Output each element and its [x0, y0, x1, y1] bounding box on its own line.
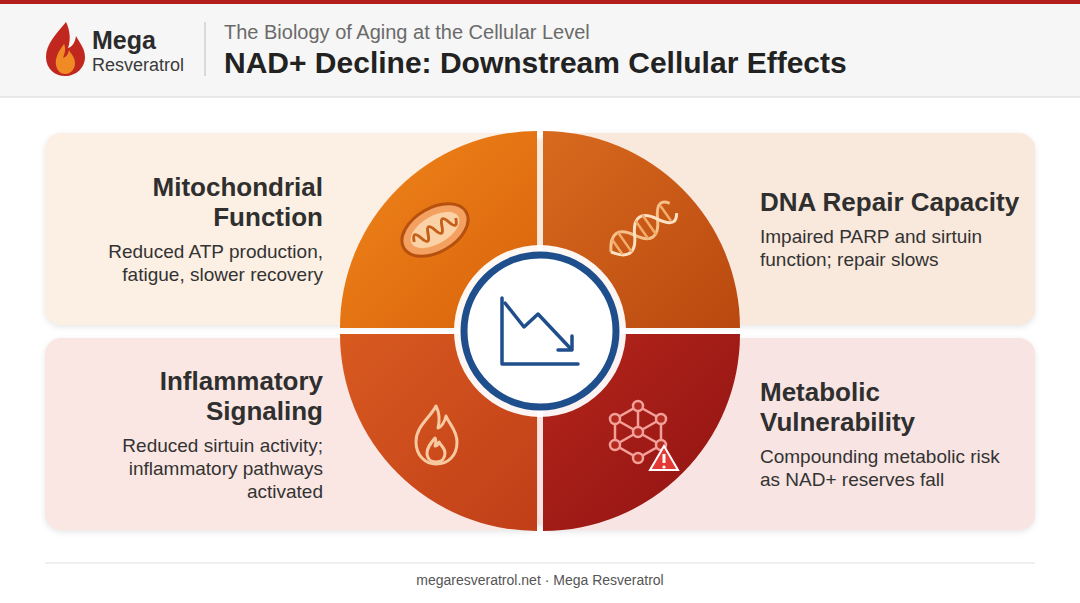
subtitle: The Biology of Aging at the Cellular Lev…	[224, 21, 590, 44]
card-text: Metabolic VulnerabilityCompounding metab…	[760, 338, 1022, 530]
card-heading: Mitochondrial Function	[67, 172, 323, 232]
card-body: Reduced sirtuin activity; inflammatory p…	[67, 434, 323, 503]
logo-flame	[46, 22, 85, 76]
decline-chart-icon	[502, 298, 578, 364]
logo-word: Resveratrol	[92, 55, 184, 76]
card-body: Impaired PARP and sirtuin function; repa…	[760, 225, 1022, 271]
flame-icon	[416, 406, 457, 464]
title: NAD+ Decline: Downstream Cellular Effect…	[224, 46, 847, 80]
dna-icon	[604, 198, 680, 261]
effect-card: Inflammatory SignalingReduced sirtuin ac…	[45, 338, 542, 530]
card-heading: DNA Repair Capacity	[760, 187, 1022, 217]
card-text: DNA Repair CapacityImpaired PARP and sir…	[760, 133, 1022, 325]
effect-card: DNA Repair CapacityImpaired PARP and sir…	[538, 133, 1035, 325]
card-heading: Metabolic Vulnerability	[760, 377, 1022, 437]
card-text: Inflammatory SignalingReduced sirtuin ac…	[67, 338, 323, 530]
effect-card: Metabolic VulnerabilityCompounding metab…	[538, 338, 1035, 530]
footer-caption: megaresveratrol.net · Mega Resveratrol	[0, 572, 1080, 588]
network-warning-icon	[610, 401, 678, 470]
card-body: Reduced ATP production, fatigue, slower …	[67, 240, 323, 286]
effect-card: Mitochondrial FunctionReduced ATP produc…	[45, 133, 542, 325]
logo-word: Mega	[92, 26, 156, 55]
card-body: Compounding metabolic risk as NAD+ reser…	[760, 445, 1022, 491]
card-text: Mitochondrial FunctionReduced ATP produc…	[67, 133, 323, 325]
card-heading: Inflammatory Signaling	[67, 366, 323, 426]
mitochondrion-icon	[393, 193, 477, 267]
